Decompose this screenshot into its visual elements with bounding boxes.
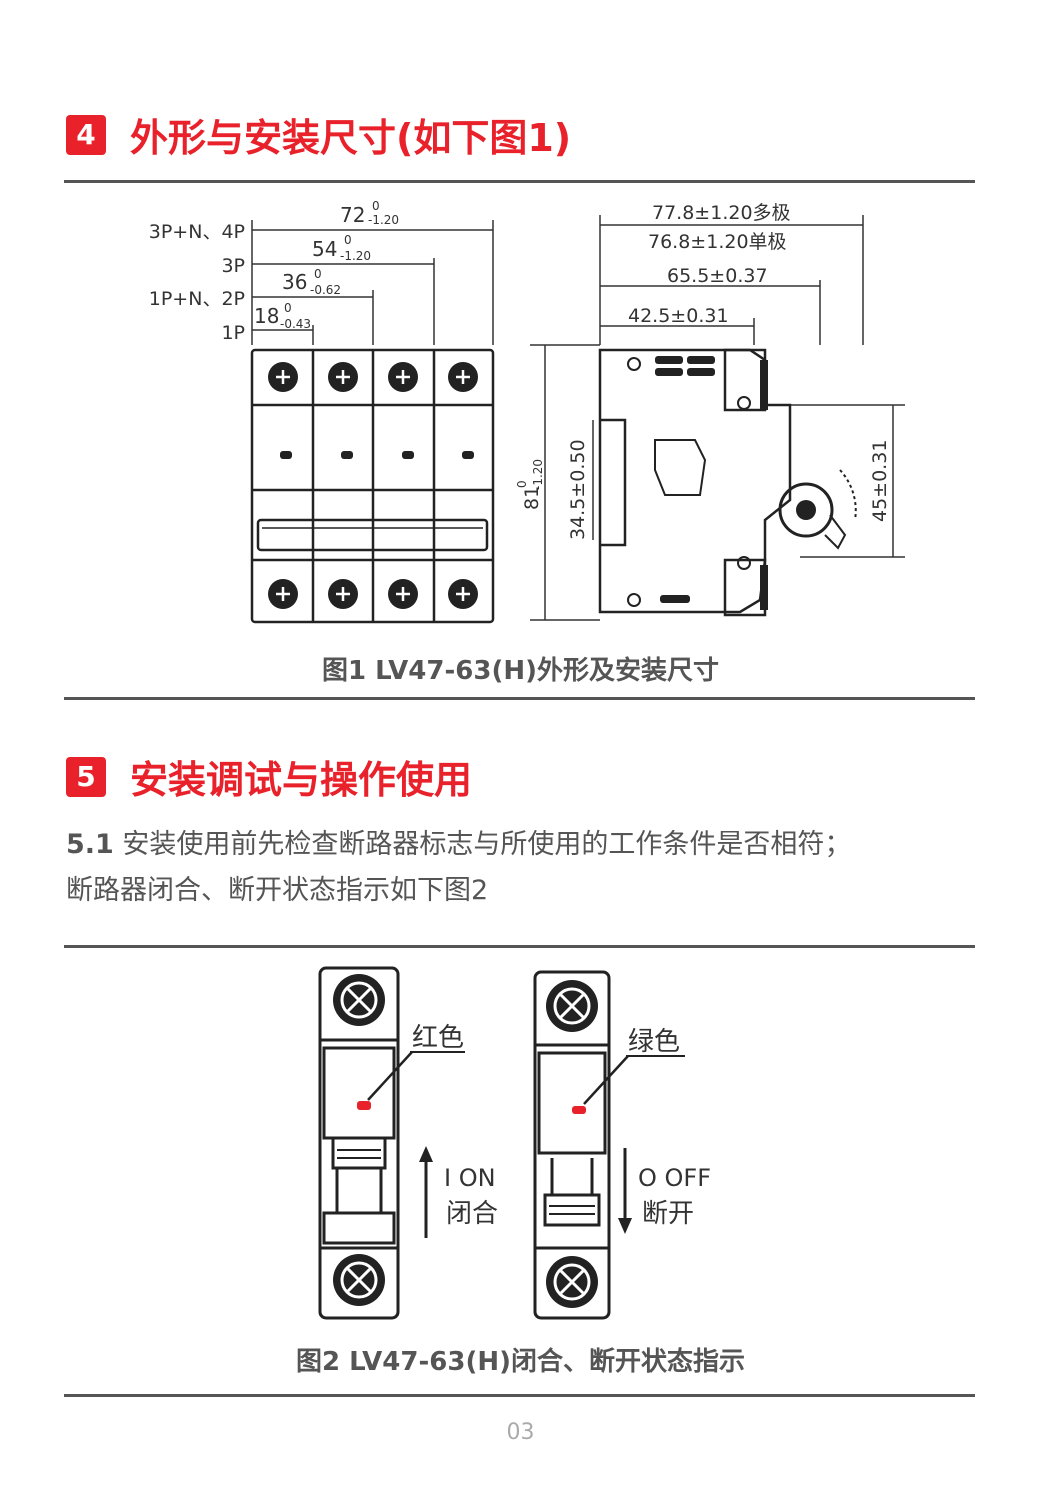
divider (64, 945, 975, 948)
paragraph-5-1: 5.1 安装使用前先检查断路器标志与所使用的工作条件是否相符； 断路器闭合、断开… (66, 822, 976, 914)
section-5-heading: 5 安装调试与操作使用 (66, 749, 472, 804)
color-label-red: 红色 (412, 1023, 464, 1053)
width-dim-sub: -0.43 (280, 317, 311, 331)
side-dim: 77.8±1.20多极 (652, 202, 791, 224)
divider (64, 697, 975, 700)
para-line: 安装使用前先检查断路器标志与所使用的工作条件是否相符； (113, 829, 852, 860)
height-dim-sub: -1.20 (531, 459, 545, 490)
divider (64, 1394, 975, 1397)
width-dim-sub: -1.20 (368, 213, 399, 227)
off-label: O OFF (638, 1164, 711, 1192)
side-dim: 76.8±1.20单极 (648, 231, 787, 253)
width-dim: 18 (254, 304, 279, 328)
divider (64, 180, 975, 183)
pole-label: 3P (221, 255, 245, 277)
section-number-badge: 4 (66, 114, 106, 155)
breaker-off (533, 970, 611, 1320)
side-dim: 65.5±0.37 (667, 265, 768, 287)
on-cn-label: 闭合 (446, 1199, 498, 1229)
screw-icon (340, 981, 378, 1299)
width-dim: 36 (282, 270, 307, 294)
side-mechanism (654, 439, 857, 550)
para-number: 5.1 (66, 829, 114, 860)
color-label-green: 绿色 (628, 1027, 680, 1057)
width-dim: 72 (340, 203, 365, 227)
screw-icon (553, 987, 591, 1301)
section-number-badge: 5 (66, 756, 106, 797)
height-dim: 81 (521, 486, 543, 510)
height-dim-sup: 0 (515, 480, 529, 488)
figure-2-drawing: 红色 I ON 闭合 绿色 O OFF 断开 (318, 966, 711, 1320)
figure-2-caption: 图2 LV47-63(H)闭合、断开状态指示 (296, 1347, 745, 1377)
para-line: 断路器闭合、断开状态指示如下图2 (66, 875, 489, 906)
section-title: 安装调试与操作使用 (130, 758, 473, 802)
breaker-front-view (250, 348, 495, 624)
width-dim-sub: -0.62 (310, 283, 341, 297)
indicator-green (572, 1106, 586, 1114)
width-dim-sub: -1.20 (340, 249, 371, 263)
breaker-on (318, 966, 400, 1320)
right-dim: 45±0.31 (869, 440, 891, 522)
width-dim-sup: 0 (314, 267, 322, 281)
pole-label: 3P+N、4P (149, 221, 245, 243)
side-view-details (627, 356, 834, 610)
section-4-heading: 4 外形与安装尺寸(如下图1) (66, 107, 571, 162)
pole-label: 1P (221, 322, 245, 344)
section-title: 外形与安装尺寸(如下图1) (130, 116, 572, 160)
off-cn-label: 断开 (642, 1199, 694, 1229)
indicator-red (357, 1101, 371, 1110)
pole-label: 1P+N、2P (149, 288, 245, 310)
figure-1-caption: 图1 LV47-63(H)外形及安装尺寸 (322, 656, 719, 686)
figure-1-drawing: 3P+N、4P 3P 1P+N、2P 1P 72 0 -1.20 54 0 -1… (149, 199, 905, 624)
width-dim-sup: 0 (284, 301, 292, 315)
rail-dim: 34.5±0.50 (567, 439, 589, 540)
width-dim-sup: 0 (372, 199, 380, 213)
width-dim-sup: 0 (344, 233, 352, 247)
on-label: I ON (444, 1164, 496, 1192)
side-dim: 42.5±0.31 (628, 305, 729, 327)
width-dim: 54 (312, 237, 337, 261)
page-number: 03 (506, 1420, 535, 1445)
